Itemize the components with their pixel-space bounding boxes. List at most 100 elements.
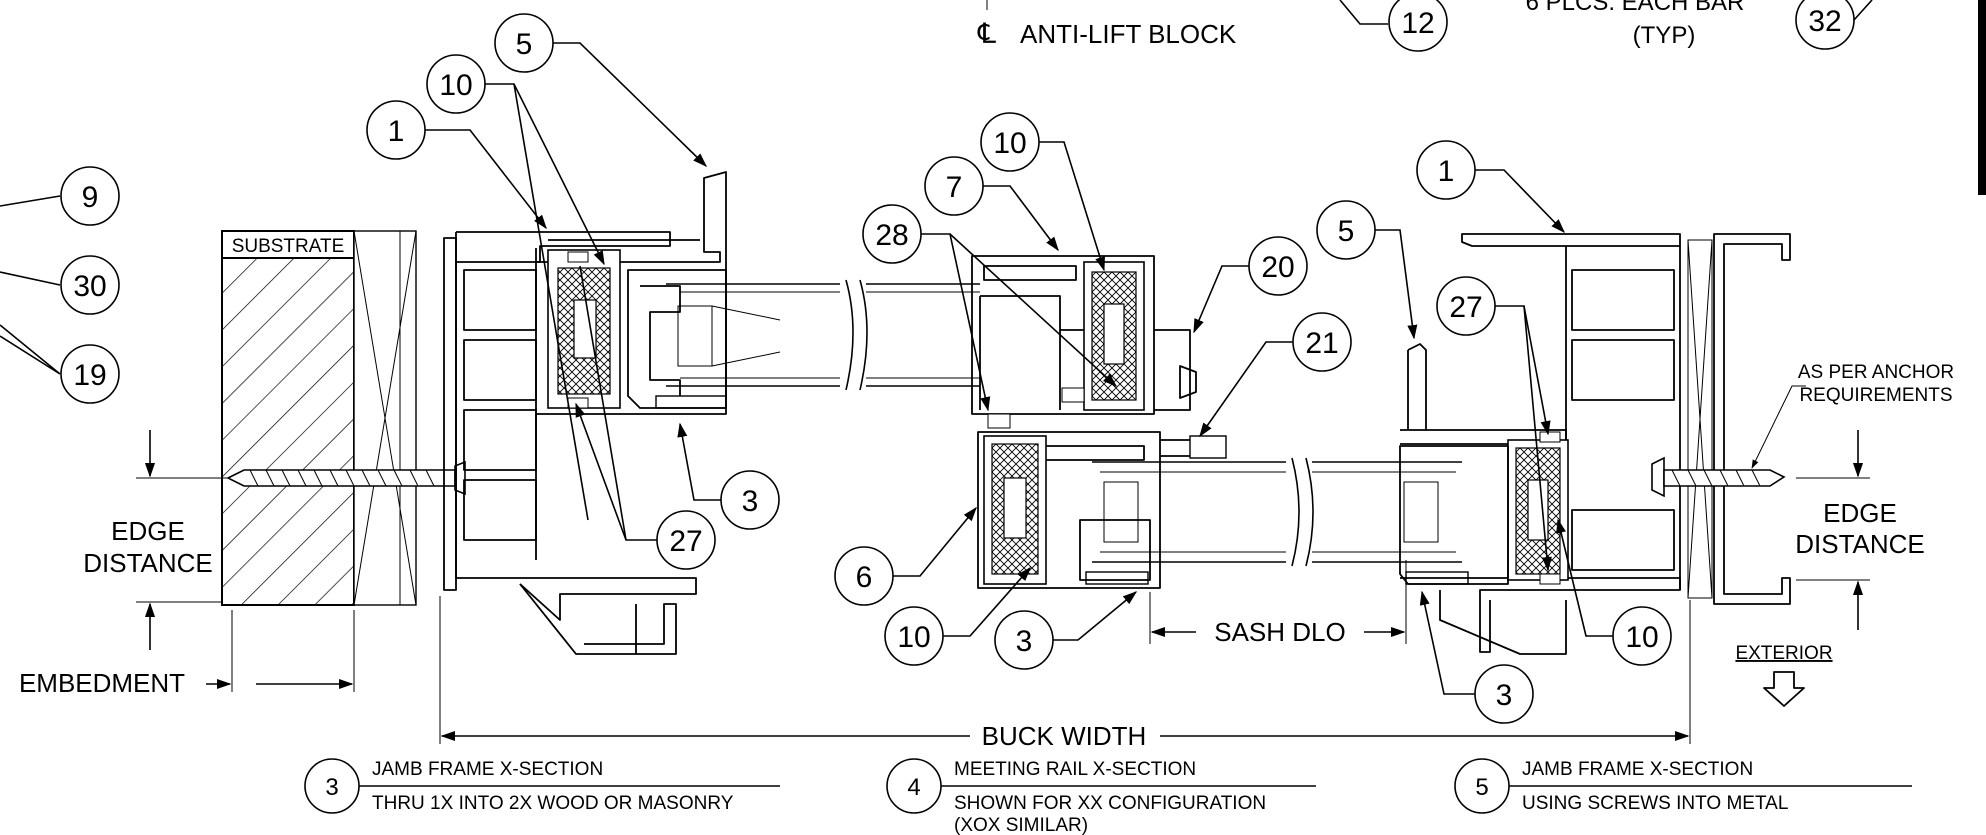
svg-text:9: 9 <box>82 181 99 214</box>
section-4-number: 4 <box>907 774 920 801</box>
svg-text:30: 30 <box>73 270 106 303</box>
callout-5-right: 5 <box>1316 200 1418 340</box>
exterior-indicator: EXTERIOR <box>1735 643 1833 707</box>
callout-10-left: 10 <box>426 54 605 521</box>
svg-text:3: 3 <box>1016 625 1033 658</box>
section-5-subtitle: USING SCREWS INTO METAL <box>1522 793 1788 814</box>
callout-32: 32 <box>1795 0 1873 50</box>
callout-6: 6 <box>834 506 977 606</box>
callout-30: 30 <box>0 255 120 315</box>
meeting-rail-upper-sash <box>971 255 1197 415</box>
callout-1-right: 1 <box>1416 140 1566 234</box>
svg-text:12: 12 <box>1401 7 1434 40</box>
metal-stud-right <box>1687 233 1791 605</box>
exterior-label: EXTERIOR <box>1735 643 1832 664</box>
callout-27-left: 27 <box>575 265 716 570</box>
svg-text:10: 10 <box>897 621 930 654</box>
embedment-label: EMBEDMENT <box>19 668 185 698</box>
anti-lift-block-note: ℄ ANTI-LIFT BLOCK <box>977 0 1237 49</box>
svg-text:3: 3 <box>1496 679 1513 712</box>
anti-lift-label: ANTI-LIFT BLOCK <box>1020 19 1237 49</box>
sash-dlo-label: SASH DLO <box>1214 617 1346 647</box>
callout-20: 20 <box>1193 236 1308 334</box>
section-3-subtitle: THRU 1X INTO 2X WOOD OR MASONRY <box>372 793 734 814</box>
svg-text:5: 5 <box>1338 215 1355 248</box>
callout-1-left: 1 <box>366 100 547 230</box>
title-block-edge <box>1978 0 1986 195</box>
svg-text:27: 27 <box>1449 291 1482 324</box>
buck-width-label: BUCK WIDTH <box>982 721 1147 751</box>
exterior-arrow-icon <box>1763 671 1805 707</box>
glass-lower-center <box>1092 457 1462 567</box>
svg-text:32: 32 <box>1808 5 1841 38</box>
svg-text:27: 27 <box>669 525 702 558</box>
callout-10-right: 10 <box>1556 518 1672 666</box>
callout-3-left: 3 <box>677 422 780 530</box>
svg-text:10: 10 <box>1625 621 1658 654</box>
svg-text:7: 7 <box>946 171 963 204</box>
svg-text:19: 19 <box>73 359 106 392</box>
glazing-pocket-left <box>547 249 621 409</box>
edge-distance-right-line2: DISTANCE <box>1795 529 1925 559</box>
svg-text:3: 3 <box>742 485 759 518</box>
svg-text:10: 10 <box>439 69 472 102</box>
callout-10-mid-bot: 10 <box>884 566 1031 666</box>
bar-note-line2: (TYP) <box>1633 22 1696 49</box>
jamb-frame-profile-right <box>1400 233 1681 655</box>
anchor-req-line1: AS PER ANCHOR <box>1798 362 1954 383</box>
svg-text:28: 28 <box>875 219 908 252</box>
sash-left <box>627 269 727 409</box>
svg-text:6: 6 <box>856 561 873 594</box>
svg-text:1: 1 <box>1438 155 1455 188</box>
callout-3-mid: 3 <box>994 591 1138 670</box>
section-5-title: JAMB FRAME X-SECTION <box>1522 759 1753 780</box>
callout-7: 7 <box>924 156 1059 252</box>
section-4-title: MEETING RAIL X-SECTION <box>954 759 1196 780</box>
edge-distance-left-line2: DISTANCE <box>83 548 213 578</box>
callout-9: 9 <box>0 166 120 226</box>
svg-text:1: 1 <box>388 115 405 148</box>
anchor-req-line2: REQUIREMENTS <box>1799 385 1952 406</box>
edge-distance-left: EDGE DISTANCE <box>83 430 228 650</box>
callout-10-mid-top: 10 <box>980 112 1105 272</box>
callout-28: 28 <box>862 204 1118 412</box>
callout-27-right: 27 <box>1436 276 1552 572</box>
section-5-number: 5 <box>1475 774 1488 801</box>
bar-note-line1: 6 PLCS. EACH BAR <box>1526 0 1745 16</box>
centerline-symbol: ℄ <box>977 18 996 49</box>
edge-distance-left-line1: EDGE <box>111 516 185 546</box>
substrate-block: SUBSTRATE <box>221 230 355 606</box>
svg-text:5: 5 <box>516 28 533 61</box>
svg-text:21: 21 <box>1305 327 1338 360</box>
section-4-subtitle2: (XOX SIMILAR) <box>954 815 1088 835</box>
section-3-title: JAMB FRAME X-SECTION <box>372 759 603 780</box>
svg-text:20: 20 <box>1261 251 1294 284</box>
buck-shim <box>353 230 417 606</box>
insulated-glass-left <box>666 279 980 391</box>
section-4-subtitle: SHOWN FOR XX CONFIGURATION <box>954 793 1266 814</box>
jamb-frame-profile-left <box>443 171 727 655</box>
anchor-requirements-note: AS PER ANCHOR REQUIREMENTS <box>1751 362 1954 469</box>
section-title-3: 3 JAMB FRAME X-SECTION THRU 1X INTO 2X W… <box>304 758 780 814</box>
section-title-5: 5 JAMB FRAME X-SECTION USING SCREWS INTO… <box>1454 758 1912 814</box>
edge-distance-right: EDGE DISTANCE <box>1795 430 1925 630</box>
substrate-label: SUBSTRATE <box>232 236 345 257</box>
sash-dlo-dimension: SASH DLO <box>1149 560 1407 647</box>
section-title-4: 4 MEETING RAIL X-SECTION SHOWN FOR XX CO… <box>886 758 1316 835</box>
svg-text:10: 10 <box>993 127 1026 160</box>
bar-note: 6 PLCS. EACH BAR (TYP) <box>1526 0 1745 49</box>
embedment-dimension: EMBEDMENT <box>19 610 355 698</box>
section-3-number: 3 <box>325 774 338 801</box>
sash-right <box>1399 445 1509 585</box>
anchor-screw-right <box>1651 456 1786 498</box>
meeting-rail-lower-sash <box>977 413 1227 589</box>
callout-12: 12 <box>1339 0 1448 52</box>
callout-3-right: 3 <box>1419 590 1534 724</box>
anchor-screw-left <box>226 460 466 496</box>
callout-19: 19 <box>0 324 120 404</box>
callout-5-left: 5 <box>494 13 708 168</box>
callout-21: 21 <box>1199 312 1352 438</box>
edge-distance-right-line1: EDGE <box>1823 498 1897 528</box>
